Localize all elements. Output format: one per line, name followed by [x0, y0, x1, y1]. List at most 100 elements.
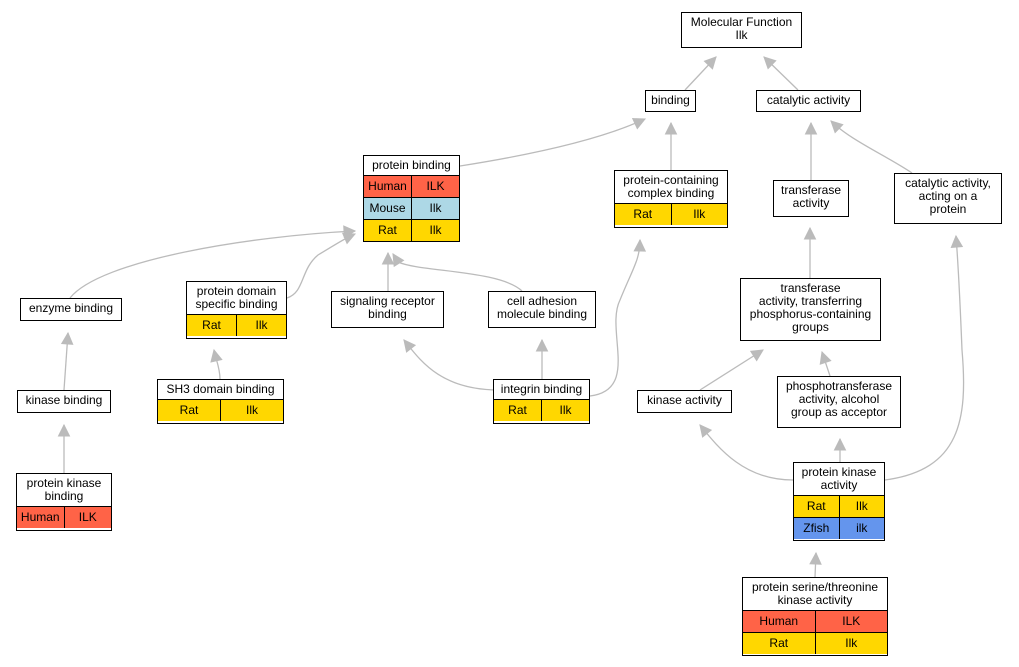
gene-cell: ilk	[838, 518, 885, 539]
node-title: integrin binding	[500, 382, 583, 396]
node-transferase-phosphorus-groups[interactable]: transferase activity, transferring phosp…	[740, 278, 881, 341]
node-protein-containing-complex-binding[interactable]: protein-containing complex binding Rat Il…	[614, 170, 728, 228]
gene-cell: ILK	[814, 611, 888, 632]
arrowhead	[830, 120, 844, 134]
node-title: protein binding	[372, 158, 451, 172]
node-title: binding	[651, 93, 690, 107]
annotation-row: Mouse Ilk	[364, 197, 459, 219]
species-cell: Human	[368, 179, 407, 193]
node-title: signaling receptor binding	[340, 294, 435, 321]
node-kinase-binding[interactable]: kinase binding	[17, 390, 111, 413]
species-cell: Rat	[508, 403, 527, 417]
gene-cell: Ilk	[814, 633, 888, 654]
arrowhead	[210, 348, 223, 363]
node-title: catalytic activity, acting on a protein	[905, 176, 991, 216]
edge-kinase_act-to-transferase_p	[699, 349, 764, 391]
species-cell: Mouse	[369, 201, 406, 215]
node-title: protein serine/threonine kinase activity	[751, 580, 879, 607]
arrowhead	[664, 121, 678, 135]
species-cell: Zfish	[803, 521, 830, 535]
node-title: enzyme binding	[28, 301, 114, 315]
annotation-row: Rat Ilk	[743, 632, 887, 654]
node-title: phosphotransferase activity, alcohol gro…	[785, 379, 893, 419]
gene-cell: Ilk	[411, 220, 459, 241]
node-title: SH3 domain binding	[166, 382, 275, 396]
edge-domain_specific-to-protein_binding	[286, 233, 356, 299]
edge-pk_activity-to-cat_protein	[884, 235, 965, 481]
gene-cell: Ilk	[411, 198, 459, 219]
species-cell: Rat	[378, 223, 397, 237]
node-title: kinase activity	[647, 393, 722, 407]
edge-protein_binding-to-binding	[459, 118, 646, 167]
species-cell: Rat	[202, 318, 221, 332]
annotation-row: Human ILK	[743, 610, 887, 632]
node-protein-serine-threonine-kinase-activity[interactable]: protein serine/threonine kinase activity…	[742, 577, 888, 656]
annotation-row: Rat Ilk	[615, 203, 727, 225]
edge-pk_activity-to-kinase_act	[699, 424, 794, 481]
node-catalytic-activity[interactable]: catalytic activity	[756, 90, 861, 112]
arrowhead	[535, 338, 549, 352]
node-enzyme-binding[interactable]: enzyme binding	[20, 298, 122, 321]
annotation-row: Human ILK	[364, 175, 459, 197]
gene-cell: Ilk	[220, 400, 283, 421]
edge-cat_protein-to-catalytic	[830, 120, 913, 174]
arrowhead	[381, 251, 395, 265]
gene-cell: Ilk	[541, 400, 589, 421]
edge-enzyme-to-protein_binding	[69, 230, 356, 299]
node-cell-adhesion-molecule-binding[interactable]: cell adhesion molecule binding	[488, 291, 596, 328]
node-title: kinase binding	[25, 393, 103, 407]
arrowhead	[631, 118, 647, 130]
arrowhead	[403, 339, 417, 353]
node-title: protein domain specific binding	[195, 284, 278, 311]
species-cell: Rat	[769, 636, 789, 650]
node-integrin-binding[interactable]: integrin binding Rat Ilk	[493, 379, 590, 424]
node-title: cell adhesion molecule binding	[496, 294, 588, 321]
node-transferase-activity[interactable]: transferase activity	[773, 180, 849, 217]
species-cell: Rat	[806, 499, 826, 513]
annotation-row: Rat Ilk	[794, 495, 884, 517]
gene-cell: Ilk	[236, 315, 286, 336]
gene-cell: Ilk	[670, 204, 728, 225]
arrowhead	[703, 56, 717, 70]
node-title: Molecular Function Ilk	[690, 15, 793, 42]
annotation-row: Rat Ilk	[494, 399, 589, 421]
node-title: transferase activity, transferring phosp…	[749, 281, 872, 334]
arrowhead	[341, 232, 357, 245]
species-cell: Rat	[633, 207, 653, 221]
arrowhead	[633, 238, 647, 252]
node-title: transferase activity	[780, 183, 842, 210]
annotation-row: Rat Ilk	[187, 314, 286, 336]
annotation-row: Zfish ilk	[794, 517, 884, 539]
species-cell: Human	[759, 614, 799, 628]
arrowhead	[819, 350, 832, 365]
gene-cell: ILK	[411, 176, 459, 197]
node-kinase-activity[interactable]: kinase activity	[637, 390, 732, 413]
gene-cell: Ilk	[838, 496, 885, 517]
edge-integrin-to-pc_complex	[589, 239, 641, 397]
node-molecular-function[interactable]: Molecular Function Ilk	[681, 12, 802, 48]
node-catalytic-activity-on-protein[interactable]: catalytic activity, acting on a protein	[894, 173, 1002, 224]
edge-integrin-to-signaling	[403, 339, 500, 391]
arrowhead	[950, 234, 964, 248]
species-cell: Human	[20, 510, 60, 524]
arrowhead	[804, 121, 818, 135]
node-binding[interactable]: binding	[645, 90, 696, 112]
node-phosphotransferase-alcohol-acceptor[interactable]: phosphotransferase activity, alcohol gro…	[777, 376, 901, 428]
node-protein-domain-specific-binding[interactable]: protein domain specific binding Rat Ilk	[186, 281, 287, 339]
node-signaling-receptor-binding[interactable]: signaling receptor binding	[331, 291, 444, 328]
arrowhead	[763, 56, 777, 70]
arrowhead	[833, 437, 847, 451]
arrowhead	[809, 551, 822, 565]
arrowhead	[699, 424, 713, 438]
node-title: protein kinase binding	[26, 476, 102, 503]
gene-cell: ILK	[63, 507, 112, 528]
arrowhead	[392, 253, 405, 268]
node-title: protein-containing complex binding	[623, 173, 719, 200]
